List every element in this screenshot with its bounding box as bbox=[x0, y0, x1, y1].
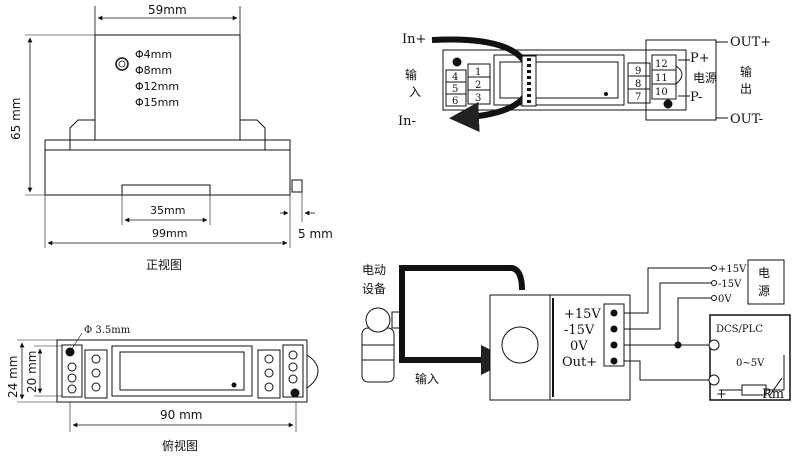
dim-total: 99mm bbox=[152, 227, 187, 240]
terminal-plus15: +15V bbox=[564, 307, 601, 322]
terminal-minus15: -15V bbox=[564, 323, 595, 338]
application-diagram bbox=[361, 259, 791, 401]
dim-hole: Φ 3.5mm bbox=[84, 325, 131, 336]
dim-outer: 24 mm bbox=[6, 356, 20, 398]
pin-4: 4 bbox=[452, 72, 458, 83]
hole-label-4: Φ15mm bbox=[135, 96, 179, 109]
supply-0v: 0V bbox=[718, 294, 732, 305]
plus-label: + bbox=[716, 387, 727, 402]
equipment-label-2: 设备 bbox=[362, 282, 386, 296]
pin-2: 2 bbox=[475, 80, 481, 91]
output-label-2: 出 bbox=[740, 82, 752, 96]
front-view bbox=[25, 6, 315, 248]
output-label: 输 bbox=[740, 64, 752, 79]
hole-label-3: Φ12mm bbox=[135, 80, 179, 93]
in-minus-label: In- bbox=[398, 114, 416, 129]
pin-1: 1 bbox=[475, 67, 481, 78]
app-input-label: 输入 bbox=[415, 371, 439, 386]
rm-label: Rm bbox=[762, 387, 784, 402]
front-view-caption: 正视图 bbox=[146, 257, 182, 272]
pin-11: 11 bbox=[655, 73, 668, 84]
dcs-label: DCS/PLC bbox=[716, 324, 763, 335]
dim-height: 65 mm bbox=[9, 98, 23, 140]
dim-inner: 35mm bbox=[150, 204, 185, 217]
pin-3: 3 bbox=[475, 93, 481, 104]
dim-width-top: 59mm bbox=[148, 3, 187, 17]
pin-6: 6 bbox=[452, 96, 458, 107]
input-label-2: 入 bbox=[409, 85, 421, 99]
terminal-out: Out+ bbox=[562, 355, 597, 370]
equipment-label-1: 电动 bbox=[362, 263, 386, 277]
wiring-diagram bbox=[431, 36, 728, 133]
dim-length: 90 mm bbox=[160, 408, 202, 422]
dim-side: 5 mm bbox=[298, 227, 333, 241]
dim-inner-height: 20 mm bbox=[25, 351, 39, 393]
pin-5: 5 bbox=[452, 84, 458, 95]
supply-minus15: -15V bbox=[718, 279, 742, 290]
pin-8: 8 bbox=[635, 79, 641, 90]
hole-label-1: Φ4mm bbox=[135, 48, 172, 61]
p-plus-label: P+ bbox=[690, 51, 710, 66]
pin-9: 9 bbox=[635, 66, 641, 77]
hole-label-2: Φ8mm bbox=[135, 64, 172, 77]
input-label: 输 bbox=[405, 67, 417, 82]
terminal-0v: 0V bbox=[570, 339, 588, 354]
out-minus-label: OUT- bbox=[730, 112, 763, 127]
pin-7: 7 bbox=[635, 92, 641, 103]
top-view-caption: 俯视图 bbox=[162, 438, 198, 453]
in-plus-label: In+ bbox=[402, 32, 426, 47]
supply-title-2: 源 bbox=[758, 284, 770, 298]
p-minus-label: P- bbox=[690, 90, 702, 105]
supply-plus15: +15V bbox=[718, 264, 747, 275]
out-plus-label: OUT+ bbox=[730, 35, 771, 50]
pin-12: 12 bbox=[655, 59, 668, 70]
top-view bbox=[17, 332, 319, 432]
power-label: 电源 bbox=[693, 71, 717, 85]
supply-title-1: 电 bbox=[758, 266, 770, 280]
pin-10: 10 bbox=[655, 87, 668, 98]
range-label: 0~5V bbox=[736, 358, 765, 369]
